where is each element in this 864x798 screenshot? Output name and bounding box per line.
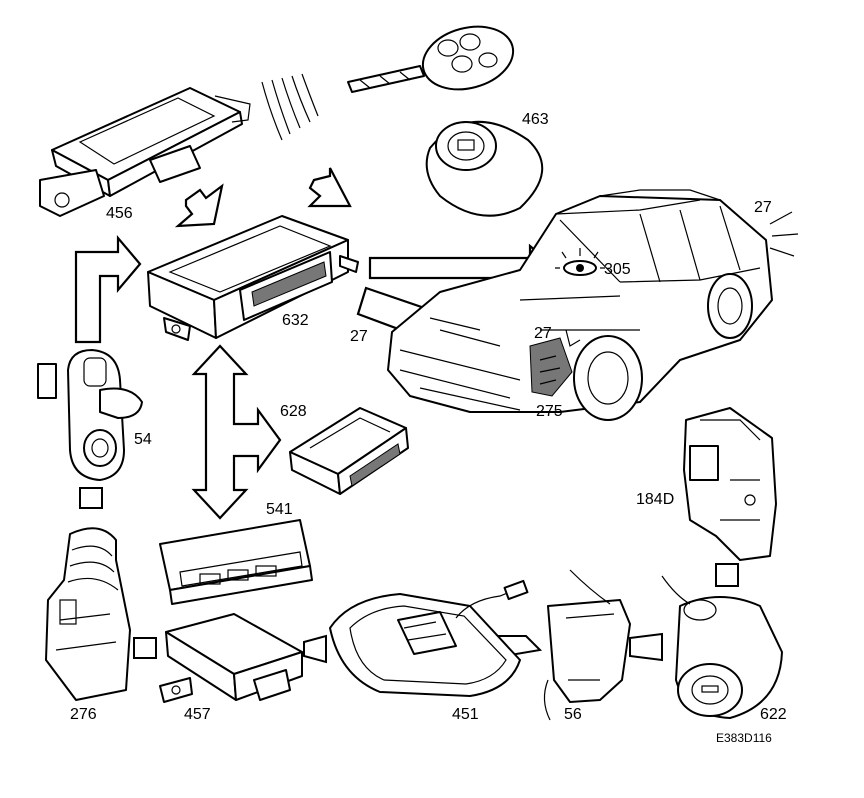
headlight-rays-icon [769, 211, 799, 257]
ignition-lock-463 [425, 120, 544, 217]
label-275: 275 [536, 403, 563, 420]
label-628: 628 [280, 403, 307, 420]
label-305: 305 [604, 261, 631, 278]
label-456: 456 [106, 205, 133, 222]
arrow-into-632-right [307, 167, 352, 208]
lock-actuator-184D [683, 407, 777, 561]
gear-selector-276 [45, 527, 131, 701]
label-457: 457 [184, 706, 211, 723]
connector-56-622 [629, 632, 663, 662]
horn-275 [529, 337, 573, 397]
door-switch-54 [37, 349, 143, 481]
remote-key [347, 25, 515, 93]
arrow-into-632-left [174, 183, 224, 228]
label-184D: 184D [636, 491, 675, 508]
label-632: 632 [282, 312, 309, 329]
connector-457-451 [303, 634, 327, 664]
double-arrow-632-541 [191, 344, 282, 520]
interior-light-451 [329, 579, 529, 697]
connector-54-276 [79, 487, 103, 509]
label-27-left: 27 [350, 328, 368, 345]
car-illustration [387, 189, 773, 421]
module-628 [289, 407, 409, 495]
control-module-632 [147, 215, 359, 341]
module-457 [159, 613, 303, 703]
display-unit-541 [159, 519, 313, 605]
connector-184D-622 [715, 563, 739, 587]
connector-276-457 [133, 637, 157, 659]
label-276: 276 [70, 706, 97, 723]
label-54: 54 [134, 431, 152, 448]
label-463: 463 [522, 111, 549, 128]
label-56: 56 [564, 706, 582, 723]
label-27-mid: 27 [534, 325, 552, 342]
eye-icon [555, 248, 605, 276]
lock-cylinder-622 [661, 575, 783, 719]
figure-reference-code: E383D116 [716, 731, 772, 745]
radio-wave-icon [261, 73, 319, 141]
actuator-56 [543, 569, 631, 721]
label-27-top: 27 [754, 199, 772, 216]
label-451: 451 [452, 706, 479, 723]
label-622: 622 [760, 706, 787, 723]
label-541: 541 [266, 501, 293, 518]
receiver-module-456 [39, 87, 251, 217]
arrow-54-to-632 [74, 234, 142, 344]
